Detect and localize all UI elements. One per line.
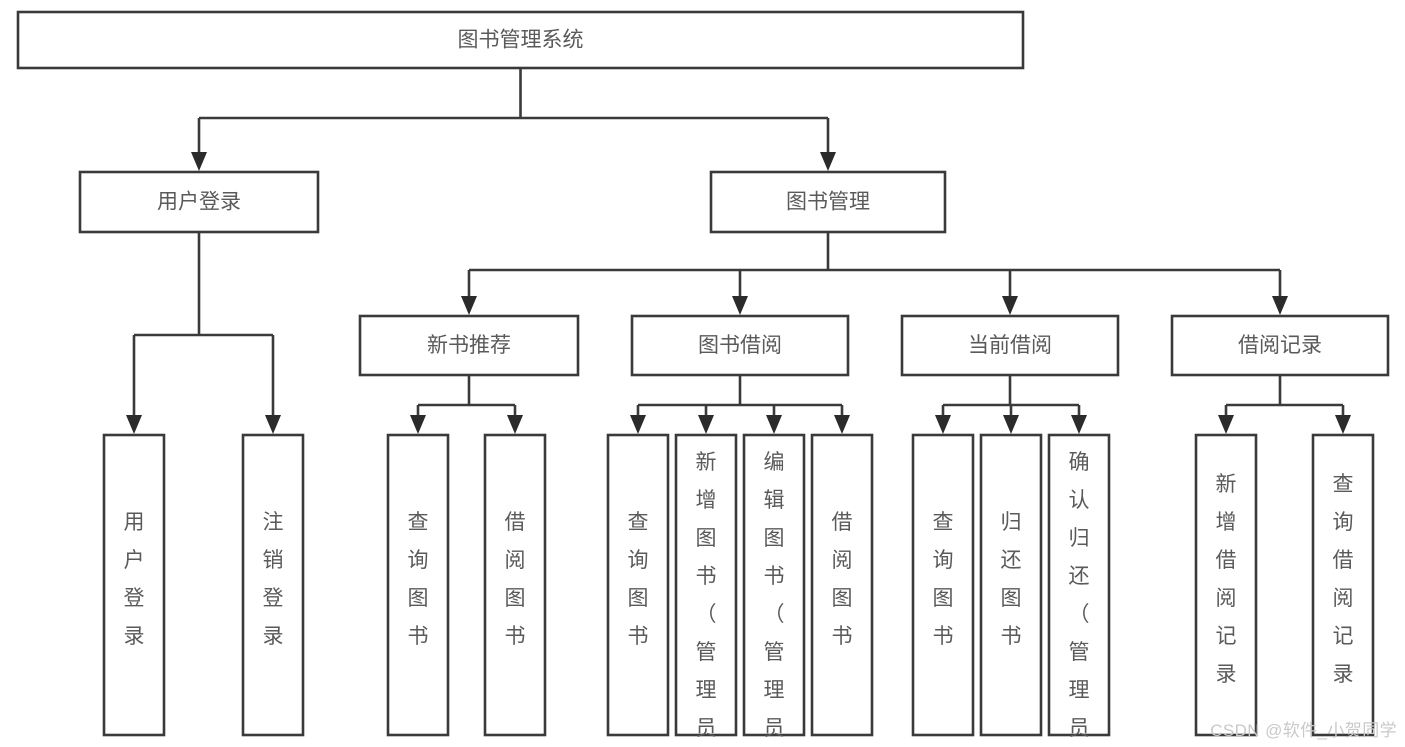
arrow-head-icon <box>834 415 850 434</box>
node-label: 借阅图书 <box>832 511 853 648</box>
node-box[interactable] <box>674 433 738 737</box>
node-box[interactable] <box>1170 314 1390 377</box>
node-leaf_return_book[interactable]: 归还图书 <box>979 433 1043 737</box>
node-leaf_edit_book[interactable]: 编辑图书（管理员） <box>742 433 806 747</box>
arrow-head-icon <box>1218 415 1234 434</box>
connector-group-borrow_record <box>1218 375 1351 434</box>
node-box[interactable] <box>78 170 320 234</box>
node-label: 当前借阅 <box>968 334 1052 357</box>
node-leaf_query_book_2[interactable]: 查询图书 <box>606 433 670 737</box>
arrow-head-icon <box>1003 415 1019 434</box>
connector-group-user_login <box>126 232 281 434</box>
node-label: 借阅图书 <box>505 511 526 648</box>
node-label: 新增借阅记录 <box>1216 473 1237 686</box>
node-book_manage[interactable]: 图书管理 <box>709 170 947 234</box>
node-box[interactable] <box>102 433 166 737</box>
arrow-head-icon <box>265 415 281 434</box>
node-box[interactable] <box>742 433 806 737</box>
node-book_borrow[interactable]: 图书借阅 <box>630 314 850 377</box>
arrow-head-icon <box>410 415 426 434</box>
node-box[interactable] <box>386 433 450 737</box>
node-box[interactable] <box>979 433 1043 737</box>
watermark-text: CSDN @软件_小贺同学 <box>1210 721 1397 740</box>
node-box[interactable] <box>900 314 1120 377</box>
node-leaf_add_record[interactable]: 新增借阅记录 <box>1194 433 1258 737</box>
node-user_login[interactable]: 用户登录 <box>78 170 320 234</box>
node-label: 归还图书 <box>1001 511 1022 648</box>
node-box[interactable] <box>358 314 580 377</box>
node-label: 编辑图书（管理员） <box>764 451 785 747</box>
node-leaf_add_book[interactable]: 新增图书（管理员） <box>674 433 738 747</box>
arrow-head-icon <box>507 415 523 434</box>
node-box[interactable] <box>630 314 850 377</box>
node-label: 图书管理系统 <box>458 29 584 52</box>
node-label: 图书管理 <box>786 191 870 214</box>
arrow-head-icon <box>630 415 646 434</box>
arrow-head-icon <box>1002 296 1018 315</box>
node-box[interactable] <box>911 433 975 737</box>
node-leaf_query_record[interactable]: 查询借阅记录 <box>1311 433 1375 737</box>
node-label: 查询图书 <box>628 511 649 648</box>
node-box[interactable] <box>1047 433 1111 737</box>
node-label: 注销登录 <box>263 511 284 648</box>
node-box[interactable] <box>709 170 947 234</box>
node-label: 借阅记录 <box>1238 334 1322 357</box>
node-box[interactable] <box>606 433 670 737</box>
node-label: 新书推荐 <box>427 334 511 357</box>
node-label: 查询借阅记录 <box>1333 473 1354 686</box>
node-box[interactable] <box>241 433 305 737</box>
connector-group-book_borrow <box>630 375 850 434</box>
arrow-head-icon <box>191 152 207 171</box>
arrow-head-icon <box>461 296 477 315</box>
arrow-head-icon <box>732 296 748 315</box>
node-box[interactable] <box>1311 433 1375 737</box>
node-box[interactable] <box>810 433 874 737</box>
node-label: 图书借阅 <box>698 334 782 357</box>
node-borrow_record[interactable]: 借阅记录 <box>1170 314 1390 377</box>
node-label: 用户登录 <box>157 191 241 214</box>
arrow-head-icon <box>126 415 142 434</box>
node-leaf_query_book_1[interactable]: 查询图书 <box>386 433 450 737</box>
node-label: 查询图书 <box>408 511 429 648</box>
node-leaf_borrow_book_2[interactable]: 借阅图书 <box>810 433 874 737</box>
connector-layer <box>126 68 1351 434</box>
node-new_book_rec[interactable]: 新书推荐 <box>358 314 580 377</box>
arrow-head-icon <box>820 152 836 171</box>
node-box[interactable] <box>16 10 1025 70</box>
node-root[interactable]: 图书管理系统 <box>16 10 1025 70</box>
node-leaf_logout[interactable]: 注销登录 <box>241 433 305 737</box>
arrow-head-icon <box>698 415 714 434</box>
node-leaf_user_login[interactable]: 用户登录 <box>102 433 166 737</box>
connector-group-book_manage <box>461 232 1288 315</box>
connector-group-current_borrow <box>935 375 1087 434</box>
node-box[interactable] <box>483 433 547 737</box>
node-label: 用户登录 <box>124 511 145 648</box>
node-layer: 图书管理系统用户登录图书管理新书推荐图书借阅当前借阅借阅记录用户登录注销登录查询… <box>16 10 1390 747</box>
node-label: 查询图书 <box>933 511 954 648</box>
connector-group-new_book_rec <box>410 375 523 434</box>
arrow-head-icon <box>766 415 782 434</box>
arrow-head-icon <box>935 415 951 434</box>
connector-group-root <box>191 68 836 171</box>
arrow-head-icon <box>1272 296 1288 315</box>
node-leaf_query_book_3[interactable]: 查询图书 <box>911 433 975 737</box>
node-leaf_borrow_book_1[interactable]: 借阅图书 <box>483 433 547 737</box>
node-box[interactable] <box>1194 433 1258 737</box>
arrow-head-icon <box>1335 415 1351 434</box>
node-label: 确认归还（管理员） <box>1069 451 1090 747</box>
node-label: 新增图书（管理员） <box>696 451 717 747</box>
node-current_borrow[interactable]: 当前借阅 <box>900 314 1120 377</box>
node-leaf_confirm_return[interactable]: 确认归还（管理员） <box>1047 433 1111 747</box>
arrow-head-icon <box>1071 415 1087 434</box>
